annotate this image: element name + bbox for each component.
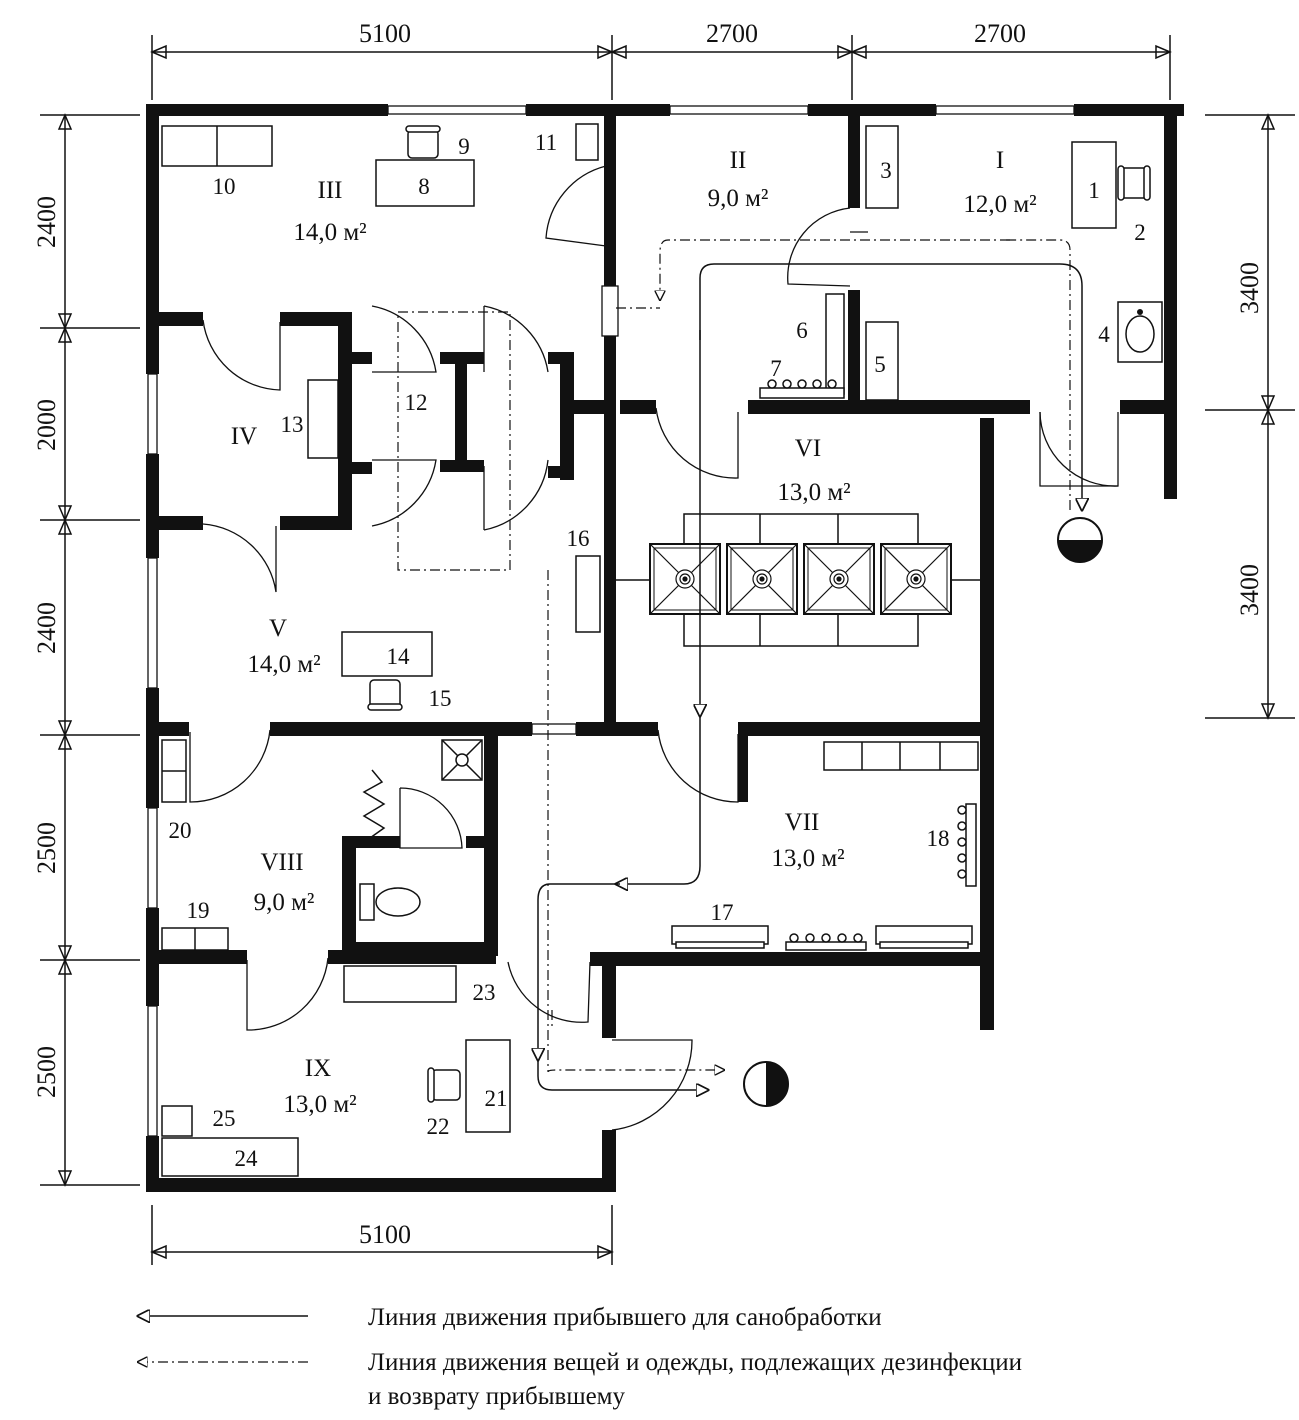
dim-left-2: 2000 (32, 399, 61, 451)
room-II-area: 9,0 м² (708, 185, 769, 212)
toilet-tank (359, 883, 375, 921)
room-V-numeral: V (269, 615, 287, 642)
item-8-desk (375, 159, 475, 207)
room-III-area: 14,0 м² (293, 219, 366, 246)
shower-heads (649, 543, 952, 615)
item-13-bench (307, 379, 339, 459)
room-IV-numeral: IV (231, 423, 257, 450)
item-number-25: 25 (213, 1106, 236, 1131)
shower-tray-icon (803, 543, 875, 615)
shower-tray-icon (880, 543, 952, 615)
furniture (161, 123, 1163, 1177)
room-IX-area: 13,0 м² (283, 1091, 356, 1118)
movement-clothes-path (547, 239, 1071, 1072)
item-numbers: 1 2 3 4 5 6 7 8 9 10 11 12 13 14 15 16 1… (169, 130, 1146, 1171)
item-number-7: 7 (770, 356, 782, 381)
dim-top-1: 5100 (359, 19, 411, 48)
dimension-left: 2400 2000 2400 2500 2500 (32, 113, 140, 1187)
item-3-cabinet (865, 125, 899, 209)
item-number-6: 6 (796, 318, 808, 343)
shower-tray-icon (726, 543, 798, 615)
dim-left-5: 2500 (32, 1046, 61, 1098)
item-number-15: 15 (429, 686, 452, 711)
item-7-shoe-rack (759, 387, 845, 399)
room-VII-area: 13,0 м² (771, 845, 844, 872)
dimension-top: 5100 2700 2700 (150, 19, 1172, 100)
item-9-chair (407, 129, 439, 159)
item-number-16: 16 (567, 526, 590, 551)
item-number-21: 21 (485, 1086, 508, 1111)
item-number-19: 19 (187, 898, 210, 923)
item-16-bench (575, 555, 601, 633)
item-24-cabinet (161, 1137, 299, 1177)
item-23-cabinet (343, 965, 457, 1003)
dim-top-3: 2700 (974, 19, 1026, 48)
exit-symbol-bottom (743, 1061, 789, 1107)
dim-right-1: 3400 (1235, 262, 1264, 314)
legend-dashdot-text-1: Линия движения вещей и одежды, подлежащи… (368, 1349, 1022, 1376)
item-number-12: 12 (405, 390, 428, 415)
shower-block (683, 513, 919, 647)
item-22-chair (431, 1069, 461, 1101)
dim-left-1: 2400 (32, 196, 61, 248)
dimension-right: 3400 3400 (1205, 113, 1295, 720)
toilet-bowl (375, 887, 421, 917)
item-number-20: 20 (169, 818, 192, 843)
dim-left-3: 2400 (32, 602, 61, 654)
legend-solid-text: Линия движения прибывшего для санобработ… (368, 1304, 882, 1331)
item-21-desk (465, 1039, 511, 1133)
item-11-box (575, 123, 599, 161)
item-number-24: 24 (235, 1146, 259, 1171)
item-5-cabinet (865, 321, 899, 401)
room-II-numeral: II (730, 147, 747, 174)
room-IX-numeral: IX (305, 1055, 331, 1082)
item-number-8: 8 (418, 174, 430, 199)
shower-tray-icon (649, 543, 721, 615)
dim-top-2: 2700 (706, 19, 758, 48)
item-number-13: 13 (281, 412, 304, 437)
shoe-rack-vii (785, 941, 867, 951)
dimension-bottom: 5100 (150, 1205, 614, 1265)
movement-person-path (538, 263, 1082, 1090)
room-V-area: 14,0 м² (247, 651, 320, 678)
cabinets-vii (823, 741, 979, 771)
item-14-desk (341, 631, 433, 677)
room-labels: I 12,0 м² II 9,0 м² III 14,0 м² IV V 14,… (231, 147, 1037, 1118)
item-number-11: 11 (535, 130, 557, 155)
room-I-numeral: I (996, 147, 1004, 174)
exit-symbol-top (1057, 517, 1103, 563)
item-18-rack (965, 803, 977, 887)
item-6-rack (825, 293, 845, 395)
room-VI-area: 13,0 м² (777, 479, 850, 506)
item-25-box (161, 1105, 193, 1137)
doors (189, 165, 1119, 1131)
item-number-1: 1 (1088, 178, 1100, 203)
dim-bottom: 5100 (359, 1220, 411, 1249)
item-number-4: 4 (1098, 322, 1110, 347)
item-1-table (1071, 141, 1117, 229)
item-number-14: 14 (387, 644, 411, 669)
room-I-area: 12,0 м² (963, 191, 1036, 218)
room-III-numeral: III (318, 177, 343, 204)
dim-left-4: 2500 (32, 822, 61, 874)
room-VIII-numeral: VIII (260, 849, 303, 876)
legend-dashdot-text-2: и возврату прибывшему (368, 1383, 625, 1410)
item-number-2: 2 (1134, 220, 1146, 245)
item-number-3: 3 (880, 158, 892, 183)
item-number-5: 5 (874, 352, 886, 377)
item-number-10: 10 (213, 174, 236, 199)
room-VI-numeral: VI (795, 435, 821, 462)
item-number-23: 23 (473, 980, 496, 1005)
item-number-17: 17 (711, 900, 734, 925)
legend: Линия движения прибывшего для санобработ… (138, 1304, 1022, 1410)
dim-right-2: 3400 (1235, 564, 1264, 616)
item-number-9: 9 (458, 134, 470, 159)
walls (146, 104, 1184, 1192)
room-VIII-area: 9,0 м² (254, 889, 315, 916)
item-number-18: 18 (927, 826, 950, 851)
item-number-22: 22 (427, 1114, 450, 1139)
room-VII-numeral: VII (785, 809, 820, 836)
